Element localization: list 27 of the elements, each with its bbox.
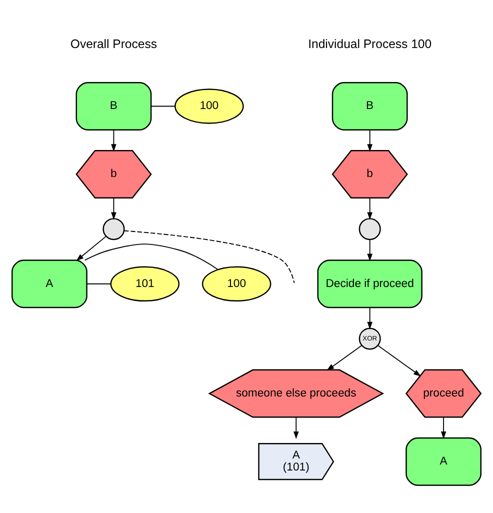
arrow <box>326 345 362 371</box>
connector <box>86 283 112 284</box>
node-box: A <box>406 437 482 486</box>
arrow <box>111 198 116 220</box>
arrow <box>76 236 107 262</box>
node-ellipse: 100 <box>202 266 272 302</box>
connector <box>150 106 176 107</box>
arrow <box>367 198 372 220</box>
arrow <box>440 416 446 440</box>
node-box: B <box>76 82 152 130</box>
node-box: Decide if proceed <box>317 260 422 308</box>
node-box: A <box>12 260 88 308</box>
arrow <box>293 416 299 440</box>
connector <box>124 230 295 284</box>
node-box: B <box>332 82 408 130</box>
arrow <box>367 239 372 262</box>
label: Individual Process 100 <box>308 37 432 52</box>
arrow <box>111 129 116 152</box>
arrow <box>378 345 422 376</box>
node-circle <box>102 218 125 240</box>
arrow <box>367 307 372 330</box>
node-circle <box>358 218 381 240</box>
connector <box>84 244 218 270</box>
label: Overall Process <box>70 37 157 52</box>
arrow <box>367 129 372 152</box>
node-ellipse: 100 <box>174 88 244 124</box>
node-ellipse: 101 <box>110 266 180 302</box>
